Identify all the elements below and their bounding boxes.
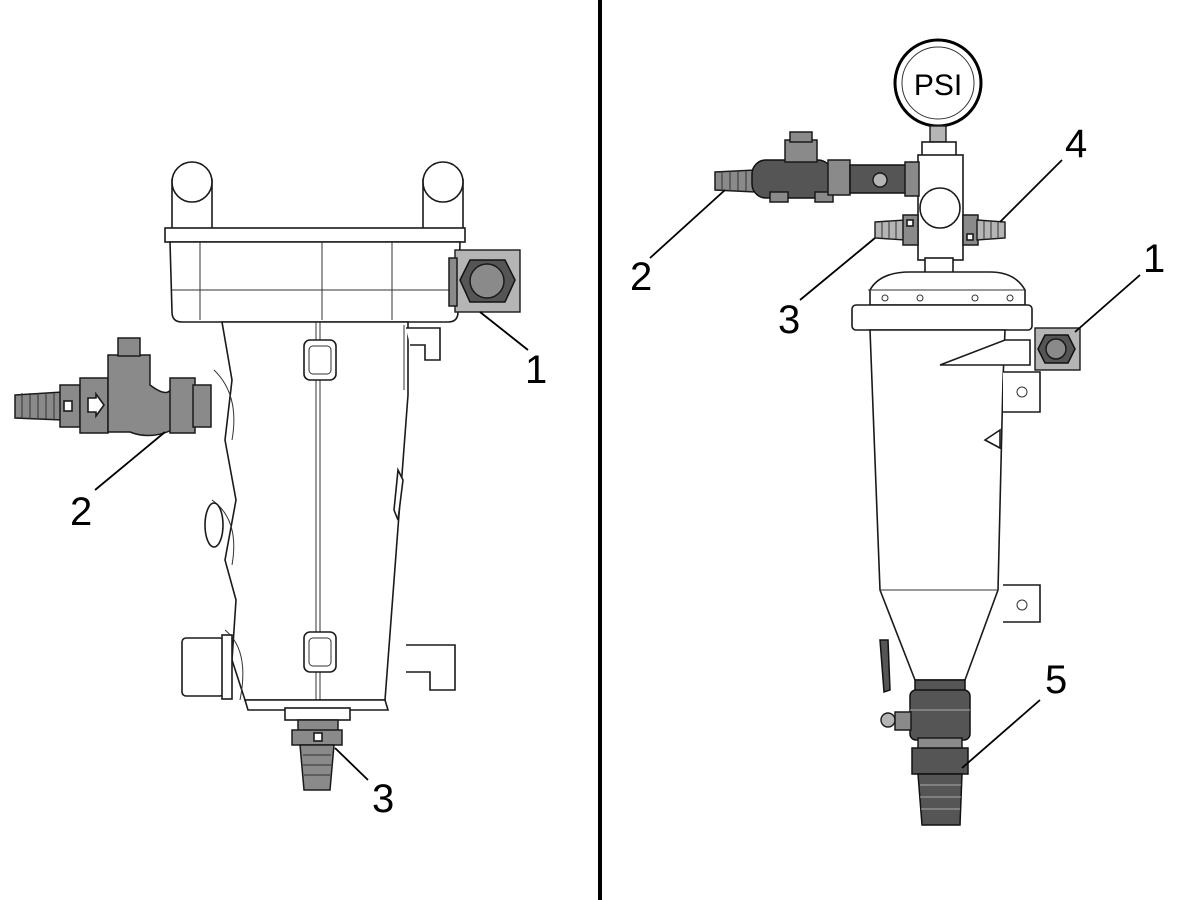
left-handle-left bbox=[171, 161, 213, 236]
left-filter-assembly: 1 2 3 bbox=[14, 161, 547, 821]
right-part-3-left-barb bbox=[874, 214, 919, 246]
gauge-label: PSI bbox=[914, 69, 962, 102]
left-part-2-check-valve bbox=[14, 337, 212, 437]
right-leader-2 bbox=[649, 189, 726, 259]
left-body bbox=[181, 321, 456, 721]
left-leader-1 bbox=[479, 311, 529, 351]
right-leader-1 bbox=[1074, 274, 1141, 333]
left-part-3-drain-fitting bbox=[291, 719, 343, 791]
right-part-4-right-barb bbox=[962, 214, 1006, 246]
right-filter-assembly: PSI bbox=[630, 38, 1165, 826]
right-part-1-fitting bbox=[1034, 327, 1081, 371]
left-handle-right bbox=[422, 161, 464, 236]
left-lid bbox=[164, 227, 466, 323]
left-callout-2: 2 bbox=[70, 490, 92, 534]
right-leader-4 bbox=[999, 159, 1063, 223]
pressure-gauge: PSI bbox=[893, 38, 983, 143]
right-callout-2: 2 bbox=[630, 255, 652, 299]
left-leader-3 bbox=[334, 747, 369, 781]
right-filter-head bbox=[851, 271, 1033, 331]
left-callout-3: 3 bbox=[372, 777, 394, 821]
right-leader-5 bbox=[961, 699, 1041, 769]
right-manifold bbox=[917, 141, 964, 274]
right-callout-3: 3 bbox=[778, 298, 800, 342]
right-filter-bowl bbox=[869, 329, 1041, 681]
right-callout-1: 1 bbox=[1143, 237, 1165, 281]
right-leader-3 bbox=[799, 237, 876, 301]
right-part-2-inlet-valve bbox=[714, 131, 920, 203]
right-part-5-drain-valve bbox=[879, 639, 971, 826]
left-leader-2 bbox=[94, 431, 166, 491]
left-callout-1: 1 bbox=[525, 348, 547, 392]
right-callout-5: 5 bbox=[1045, 658, 1067, 702]
right-callout-4: 4 bbox=[1065, 122, 1087, 166]
left-part-1-fitting bbox=[448, 249, 521, 313]
